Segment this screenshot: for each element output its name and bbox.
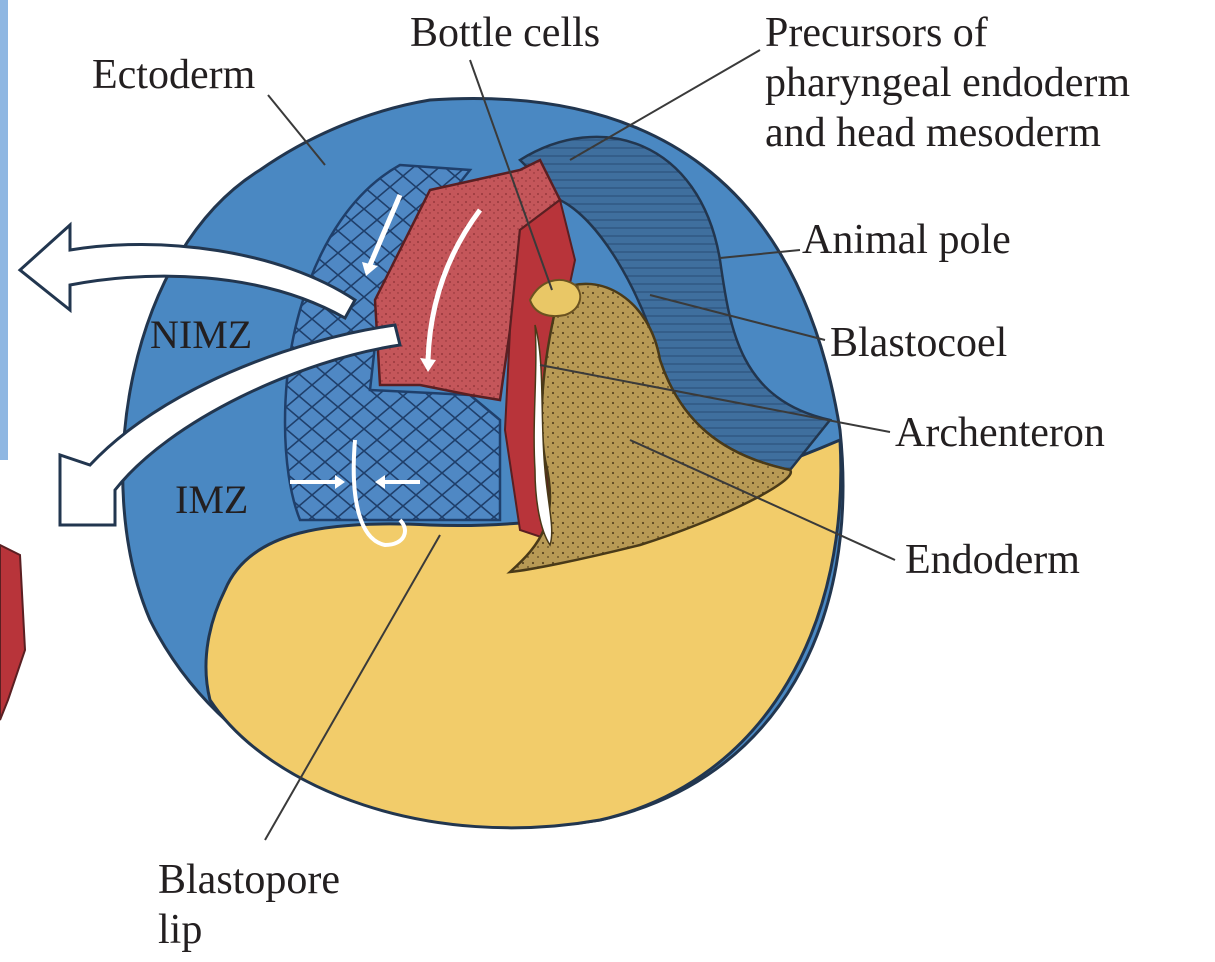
label-precursors-line-3: and head mesoderm	[765, 108, 1130, 158]
left-panel-frame	[0, 0, 8, 460]
label-ectoderm: Ectoderm	[92, 50, 255, 100]
label-blastopore-line-1: Blastopore	[158, 855, 340, 905]
label-blastocoel: Blastocoel	[830, 318, 1007, 368]
label-nimz: NIMZ	[150, 310, 252, 360]
label-blastopore-line-2: lip	[158, 905, 340, 955]
label-archenteron: Archenteron	[895, 408, 1105, 458]
label-precursors: Precursors of pharyngeal endoderm and he…	[765, 8, 1130, 158]
label-precursors-line-2: pharyngeal endoderm	[765, 58, 1130, 108]
label-bottle-cells: Bottle cells	[410, 8, 600, 58]
left-red-cells	[0, 545, 25, 720]
label-blastopore-lip: Blastopore lip	[158, 855, 340, 955]
label-animal-pole: Animal pole	[802, 215, 1011, 265]
label-precursors-line-1: Precursors of	[765, 8, 1130, 58]
label-endoderm: Endoderm	[905, 535, 1080, 585]
label-imz: IMZ	[175, 475, 248, 525]
